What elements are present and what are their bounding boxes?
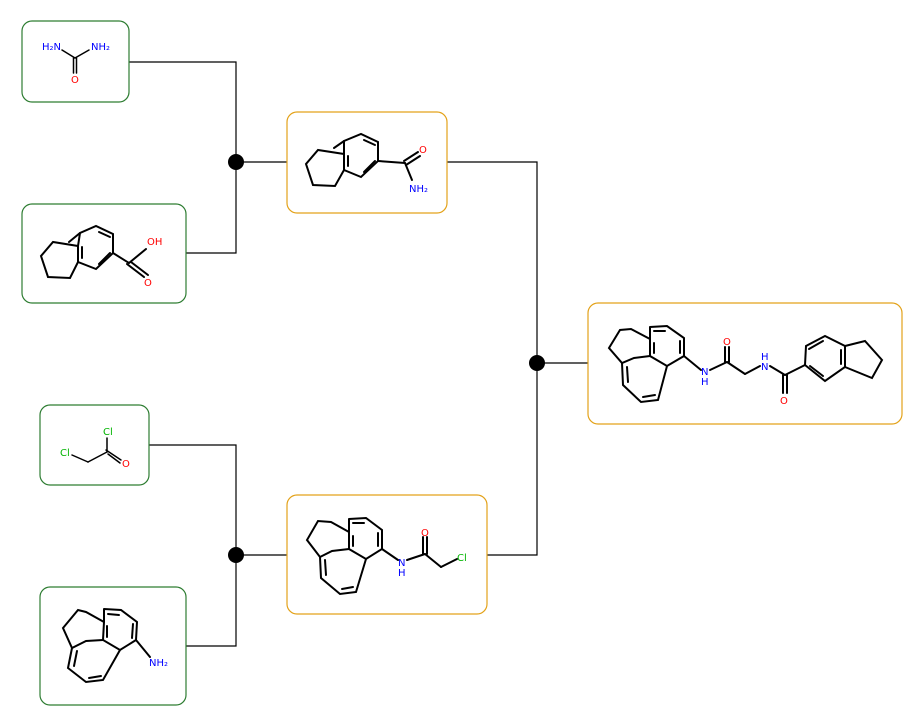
molecule-card-chloroacetamide[interactable]: N H O Cl — [286, 494, 488, 615]
atom-label: Cl — [457, 553, 467, 564]
reaction-node-1 — [228, 154, 244, 170]
indane-amide-structure: O NH₂ — [304, 132, 428, 195]
molecule-card-urea[interactable]: H₂N NH₂ O — [21, 20, 130, 103]
atom-label: O — [419, 145, 427, 156]
final-product-structure: N H O H N O — [607, 324, 884, 407]
chloroacetyl-chloride-structure: Cl Cl O — [60, 427, 130, 470]
atom-label: O — [122, 459, 130, 470]
indane-acid-structure: OH O — [39, 224, 162, 289]
atom-label: H₂N — [42, 42, 61, 53]
atom-label: O — [144, 278, 152, 289]
molecule-card-chloroacetyl-chloride[interactable]: Cl Cl O — [39, 404, 150, 486]
atom-label: N — [398, 558, 405, 569]
molecule-card-final-product[interactable]: N H O H N O — [587, 302, 903, 425]
aminoacenaphthene-structure: NH₂ — [61, 608, 168, 684]
atom-label: Cl — [103, 427, 113, 438]
atom-label: O — [723, 337, 731, 348]
atom-label: N — [761, 362, 768, 373]
molecule-card-aminoacenaphthene[interactable]: NH₂ — [39, 586, 187, 706]
urea-structure: H₂N NH₂ O — [42, 42, 110, 86]
reaction-node-2 — [228, 547, 244, 563]
atom-label: Cl — [60, 448, 70, 459]
atom-label: O — [421, 528, 429, 539]
atom-label: NH₂ — [91, 42, 110, 53]
atom-label: OH — [147, 237, 162, 248]
chloroacetamide-structure: N H O Cl — [305, 516, 467, 596]
atom-label: O — [780, 396, 788, 407]
molecule-card-indane-carboxylic-acid[interactable]: OH O — [21, 203, 187, 304]
atom-label: H — [701, 377, 709, 388]
atom-label: NH₂ — [409, 184, 428, 195]
atom-label: N — [701, 367, 708, 378]
atom-label: NH₂ — [149, 658, 168, 669]
atom-label: H — [398, 568, 406, 579]
atom-label: O — [71, 75, 79, 86]
molecule-card-indane-carboxamide[interactable]: O NH₂ — [286, 111, 448, 214]
reaction-node-3 — [529, 355, 545, 371]
atom-label: H — [761, 352, 769, 363]
